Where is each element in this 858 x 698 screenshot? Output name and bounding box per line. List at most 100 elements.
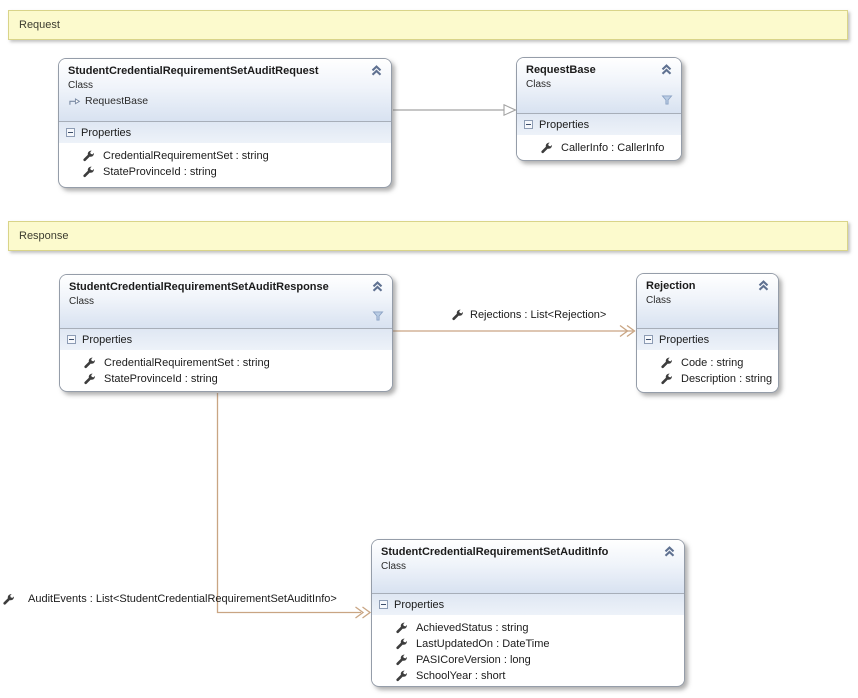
comment-band-request[interactable]: Request: [8, 10, 848, 40]
properties-section-header[interactable]: Properties: [517, 114, 681, 135]
wrench-icon: [396, 638, 408, 650]
property-text: CredentialRequirementSet : string: [104, 357, 270, 369]
collapse-chevron-icon[interactable]: [370, 65, 383, 76]
base-type-name: RequestBase: [85, 95, 149, 107]
wrench-icon: [661, 357, 673, 369]
inherits-arrow-icon: [68, 96, 81, 107]
filter-funnel-icon[interactable]: [661, 95, 673, 105]
property-rows: CallerInfo : CallerInfo: [517, 135, 681, 156]
class-header: RequestBase Class: [517, 58, 681, 113]
property-row[interactable]: AchievedStatus : string: [372, 620, 684, 636]
property-row[interactable]: CredentialRequirementSet : string: [60, 355, 392, 371]
property-row[interactable]: StateProvinceId : string: [59, 164, 391, 180]
audit-events-association-text: AuditEvents : List<StudentCredentialRequ…: [28, 593, 337, 605]
comment-band-response[interactable]: Response: [8, 221, 848, 251]
properties-compartment: Properties CallerInfo : CallerInfo: [517, 113, 681, 156]
property-rows: Code : string Description : string: [637, 350, 778, 387]
base-type-row: RequestBase: [68, 94, 382, 108]
property-row[interactable]: StateProvinceId : string: [60, 371, 392, 387]
collapse-chevron-icon[interactable]: [371, 281, 384, 292]
property-text: StateProvinceId : string: [104, 373, 218, 385]
property-rows: CredentialRequirementSet : string StateP…: [60, 350, 392, 387]
wrench-icon: [84, 357, 96, 369]
class-title: StudentCredentialRequirementSetAuditResp…: [69, 281, 329, 293]
properties-section-label: Properties: [82, 333, 133, 346]
properties-compartment: Properties Code : string Description : s…: [637, 328, 778, 387]
property-row[interactable]: LastUpdatedOn : DateTime: [372, 636, 684, 652]
filter-funnel-icon[interactable]: [372, 311, 384, 321]
wrench-icon: [396, 670, 408, 682]
properties-compartment: Properties AchievedStatus : string LastU…: [372, 593, 684, 684]
collapse-chevron-icon[interactable]: [660, 64, 673, 75]
collapse-chevron-icon[interactable]: [757, 280, 770, 291]
properties-compartment: Properties CredentialRequirementSet : st…: [60, 328, 392, 387]
property-row[interactable]: PASICoreVersion : long: [372, 652, 684, 668]
wrench-icon: [452, 309, 464, 321]
class-box-student-credential-requirement-set-audit-info[interactable]: StudentCredentialRequirementSetAuditInfo…: [371, 539, 685, 687]
wrench-icon: [3, 593, 15, 606]
property-text: AchievedStatus : string: [416, 622, 529, 634]
properties-section-label: Properties: [659, 333, 710, 346]
class-box-request-base[interactable]: RequestBase Class Properties CallerInfo …: [516, 57, 682, 161]
class-box-rejection[interactable]: Rejection Class Properties Code : string…: [636, 273, 779, 393]
inheritance-connector[interactable]: [393, 103, 517, 117]
wrench-icon: [396, 622, 408, 634]
wrench-icon: [541, 142, 553, 154]
rejections-association-connector[interactable]: [393, 324, 636, 338]
wrench-icon: [396, 654, 408, 666]
property-text: CredentialRequirementSet : string: [103, 150, 269, 162]
property-text: CallerInfo : CallerInfo: [561, 142, 665, 154]
properties-section-label: Properties: [81, 126, 132, 139]
wrench-icon: [83, 150, 95, 162]
property-rows: AchievedStatus : string LastUpdatedOn : …: [372, 615, 684, 684]
class-header: Rejection Class: [637, 274, 778, 328]
property-text: SchoolYear : short: [416, 670, 506, 682]
collapse-chevron-icon[interactable]: [663, 546, 676, 557]
property-text: StateProvinceId : string: [103, 166, 217, 178]
wrench-icon: [84, 373, 96, 385]
property-text: Code : string: [681, 357, 744, 369]
class-kind: Class: [526, 79, 552, 90]
property-text: Description : string: [681, 373, 773, 385]
class-kind: Class: [69, 296, 95, 307]
class-header: StudentCredentialRequirementSetAuditInfo…: [372, 540, 684, 593]
class-kind: Class: [646, 295, 672, 306]
comment-band-response-label: Response: [19, 230, 69, 242]
wrench-icon: [83, 166, 95, 178]
collapse-section-icon[interactable]: [524, 120, 533, 129]
property-rows: CredentialRequirementSet : string StateP…: [59, 143, 391, 180]
collapse-section-icon[interactable]: [379, 600, 388, 609]
wrench-icon: [661, 373, 673, 385]
class-header: StudentCredentialRequirementSetAuditRequ…: [59, 59, 391, 121]
property-row[interactable]: SchoolYear : short: [372, 668, 684, 684]
class-kind: Class: [381, 561, 407, 572]
properties-section-header[interactable]: Properties: [637, 329, 778, 350]
class-title: Rejection: [646, 280, 696, 292]
audit-events-association-label[interactable]: AuditEvents : List<StudentCredentialRequ…: [3, 591, 337, 607]
class-title: RequestBase: [526, 64, 596, 76]
collapse-section-icon[interactable]: [66, 128, 75, 137]
collapse-section-icon[interactable]: [67, 335, 76, 344]
property-row[interactable]: CallerInfo : CallerInfo: [517, 140, 681, 156]
property-text: PASICoreVersion : long: [416, 654, 531, 666]
properties-section-label: Properties: [394, 598, 445, 611]
properties-section-header[interactable]: Properties: [372, 594, 684, 615]
property-row[interactable]: CredentialRequirementSet : string: [59, 148, 391, 164]
class-box-student-credential-requirement-set-audit-request[interactable]: StudentCredentialRequirementSetAuditRequ…: [58, 58, 392, 188]
property-row[interactable]: Description : string: [637, 371, 778, 387]
properties-compartment: Properties CredentialRequirementSet : st…: [59, 121, 391, 180]
class-box-student-credential-requirement-set-audit-response[interactable]: StudentCredentialRequirementSetAuditResp…: [59, 274, 393, 392]
audit-events-association-connector[interactable]: [216, 393, 372, 619]
rejections-association-label[interactable]: Rejections : List<Rejection>: [452, 307, 606, 323]
properties-section-header[interactable]: Properties: [59, 122, 391, 143]
class-header: StudentCredentialRequirementSetAuditResp…: [60, 275, 392, 328]
property-text: LastUpdatedOn : DateTime: [416, 638, 550, 650]
properties-section-label: Properties: [539, 118, 590, 131]
class-title: StudentCredentialRequirementSetAuditInfo: [381, 546, 609, 558]
collapse-section-icon[interactable]: [644, 335, 653, 344]
class-title: StudentCredentialRequirementSetAuditRequ…: [68, 65, 319, 77]
property-row[interactable]: Code : string: [637, 355, 778, 371]
class-kind: Class: [68, 80, 94, 91]
properties-section-header[interactable]: Properties: [60, 329, 392, 350]
